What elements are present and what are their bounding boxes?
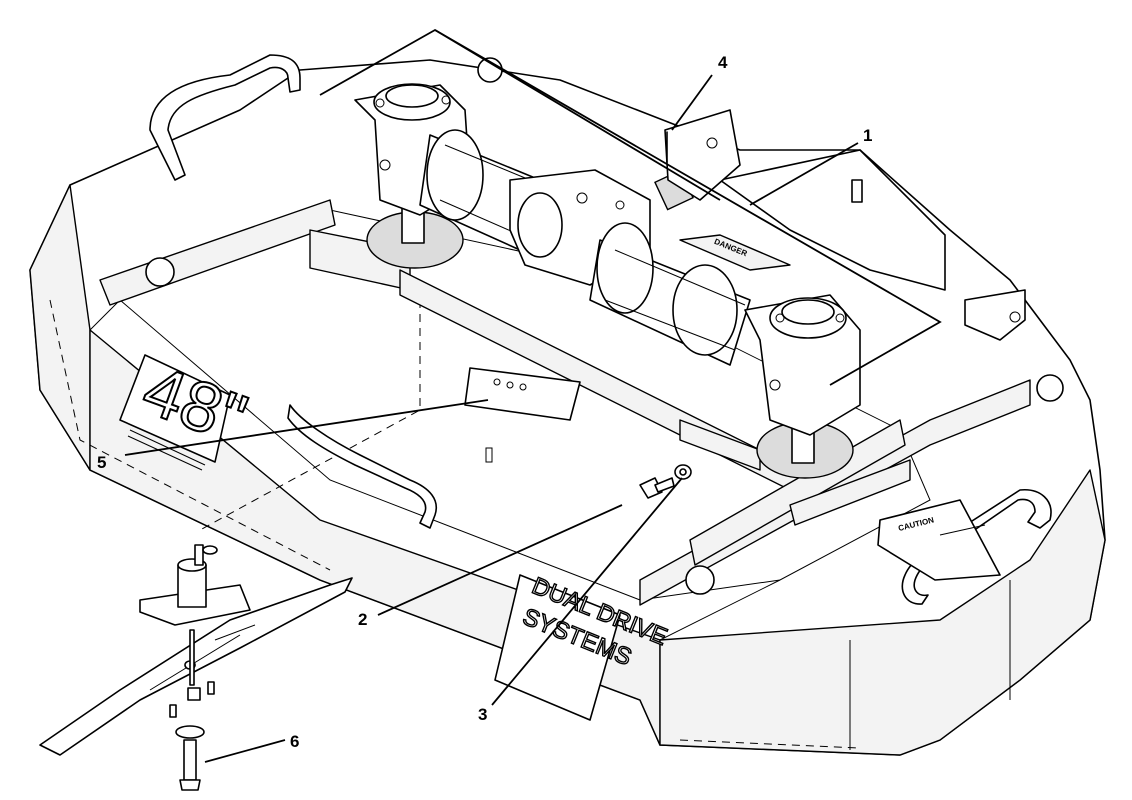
callout-4: 4 xyxy=(718,53,728,72)
leader-lines xyxy=(124,28,942,763)
baffle-plate xyxy=(464,367,581,463)
brand-decal: DUAL DRIVE SYSTEMS xyxy=(494,572,672,721)
deck-handles xyxy=(149,54,1052,605)
rear-cover xyxy=(719,149,1026,341)
callout-labels: 1 2 3 4 5 6 xyxy=(97,53,872,751)
blade-assembly xyxy=(39,544,353,791)
caution-decal: CAUTION xyxy=(877,499,1001,581)
callout-1: 1 xyxy=(863,126,872,145)
callout-6: 6 xyxy=(290,732,299,751)
callout-3: 3 xyxy=(478,705,487,724)
bolt-and-washer xyxy=(639,464,692,499)
callout-2: 2 xyxy=(358,610,367,629)
callout-5: 5 xyxy=(97,453,106,472)
